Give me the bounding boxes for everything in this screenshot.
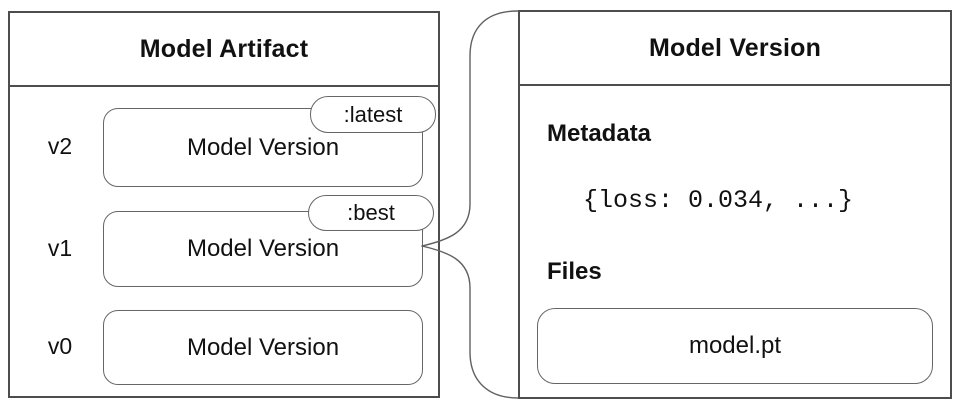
files-heading: Files (547, 258, 602, 285)
model-version-box-v1: Model Version (103, 211, 423, 287)
metadata-value: {loss: 0.034, ...} (583, 186, 854, 215)
model-version-detail-panel: Model Version Metadata {loss: 0.034, ...… (518, 10, 952, 399)
version-label-v2: v2 (47, 133, 73, 159)
model-artifact-panel: Model Artifact v2 Model Version :latest … (8, 11, 440, 398)
version-label-v1: v1 (47, 234, 73, 261)
model-version-box-v0: Model Version (103, 310, 423, 385)
alias-tag-latest: :latest (310, 96, 436, 133)
version-label-v0: v0 (47, 333, 73, 359)
model-version-detail-title: Model Version (520, 12, 950, 86)
metadata-heading: Metadata (547, 120, 652, 147)
model-artifact-title: Model Artifact (10, 13, 438, 87)
file-box-model-pt: model.pt (537, 308, 933, 384)
alias-tag-best: :best (308, 195, 434, 231)
